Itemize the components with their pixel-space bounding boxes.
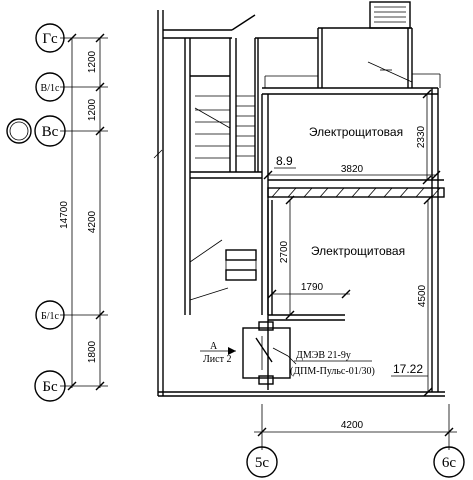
dim-1200-mid: 1200 [87,98,98,121]
level-mark-8-9: 8.9 [276,154,293,168]
axis-marker-6: 6с [433,446,465,478]
level-mark-17-22: 17.22 [393,362,423,376]
axis-marker-b1: Б/1с [35,300,65,330]
equipment-label: ДМЭВ 21-9у (ДПМ-Пульс-01/30) [290,350,375,377]
dim-4200-vertical: 4200 [87,210,98,233]
bottom-dimension: 4200 [254,404,457,450]
axis-marker-b: Бс [34,370,66,402]
room-label-upper: Электрощитовая [309,125,403,139]
svg-text:6с: 6с [442,455,457,471]
dim-2330: 2330 [416,125,427,148]
svg-text:Бс: Бс [42,379,58,395]
dim-1790: 1790 [301,282,324,293]
svg-text:Б/1с: Б/1с [41,311,60,322]
arrow-right-icon [228,347,236,355]
axis-marker-v: Вс [6,115,66,147]
room-label-lower: Электрощитовая [311,244,405,258]
svg-text:5с: 5с [255,455,270,471]
dim-2700: 2700 [279,240,290,263]
svg-text:В/1с: В/1с [41,83,60,94]
dim-4200-horizontal: 4200 [341,420,364,431]
axis-marker-5: 5с [246,446,278,478]
dim-4500: 4500 [417,284,428,307]
section-sheet: Лист 2 [203,354,231,365]
left-dimension-chain: 1200 1200 4200 1800 14700 [59,33,108,391]
dim-1200-top: 1200 [87,50,98,73]
equipment-sub: (ДПМ-Пульс-01/30) [290,366,375,377]
axis-marker-v1: В/1с [35,72,65,102]
building-walls [153,1,445,397]
dim-1800: 1800 [87,340,98,363]
svg-text:Вс: Вс [42,124,59,140]
axis-marker-g: Гс [35,23,65,53]
section-letter: А [210,341,218,352]
upper-room-dimensions: 2330 3820 8.9 [263,89,441,185]
dim-3820: 3820 [341,164,364,175]
dim-14700: 14700 [59,201,70,229]
equipment-name: ДМЭВ 21-9у [296,350,351,361]
lower-room-dimensions: 2700 1790 4500 17.22 [267,195,433,397]
section-marker: А Лист 2 [200,341,236,365]
svg-text:Гс: Гс [42,31,58,47]
